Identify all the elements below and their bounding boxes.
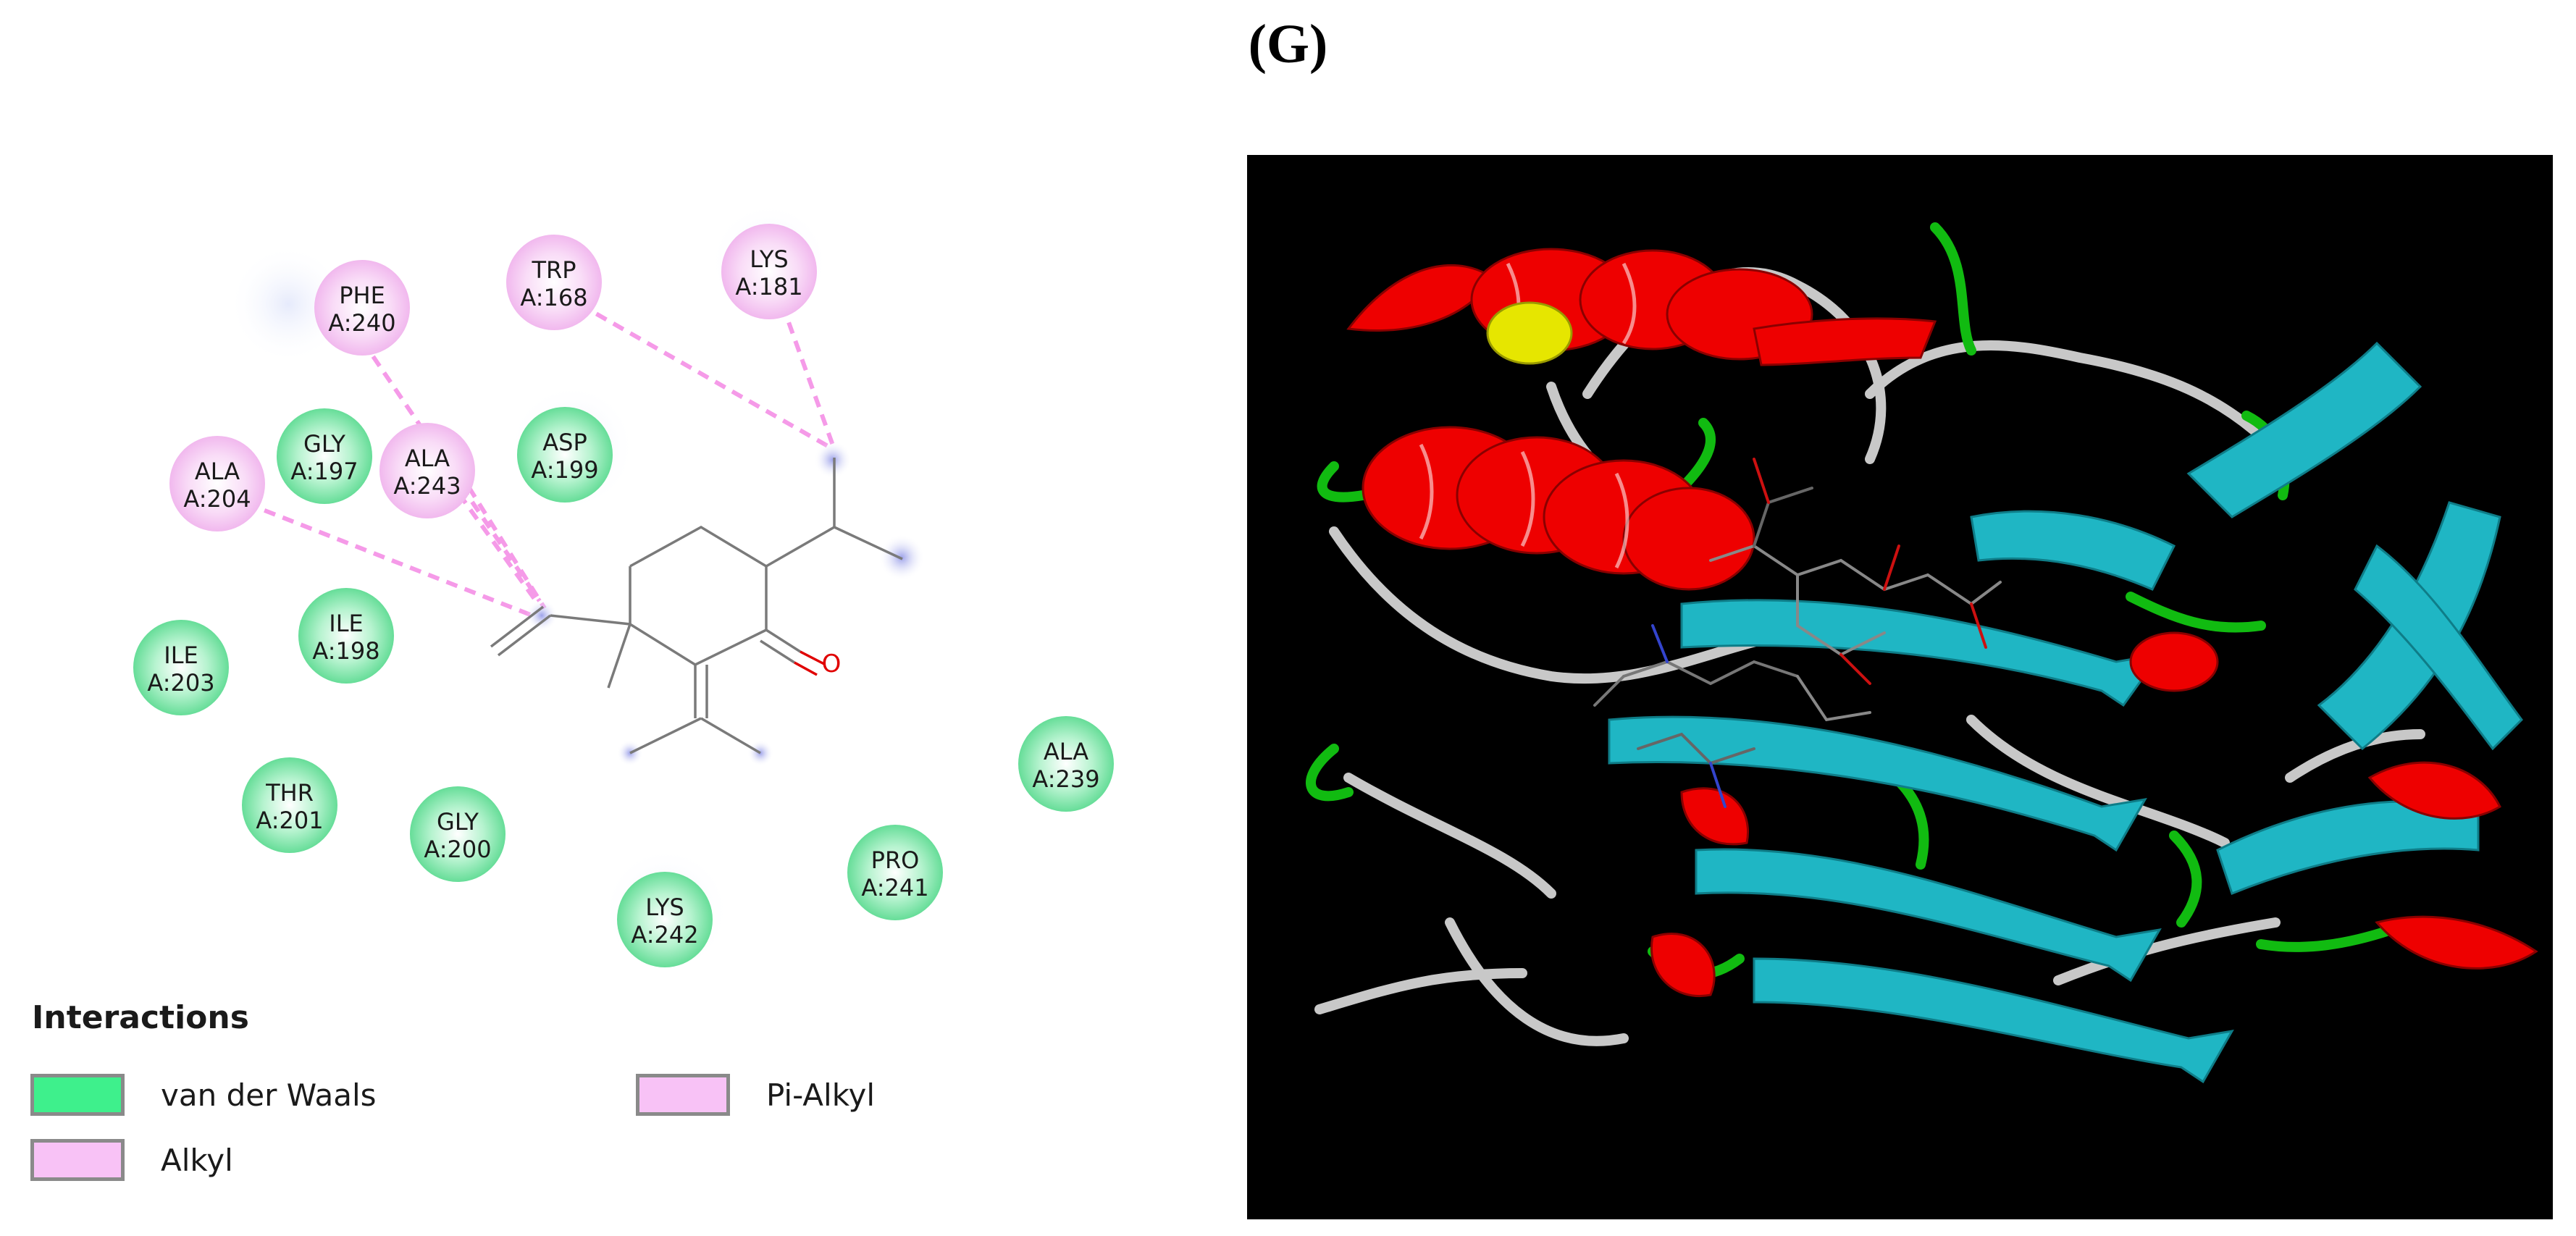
methyl-blob	[526, 600, 558, 631]
alkyl-line-trp168	[578, 302, 834, 451]
protein-3d-view	[1247, 155, 2553, 1219]
residue-chain: A:197	[290, 458, 358, 485]
legend-label-alkyl: Alkyl	[161, 1142, 233, 1178]
residue-disc	[1018, 716, 1114, 812]
oxygen-label: O	[822, 649, 842, 678]
residue-chain: A:168	[520, 284, 587, 311]
alkyl-line-ala204	[245, 501, 537, 619]
ring	[629, 525, 768, 666]
halo	[229, 245, 348, 363]
residue-name: GLY	[303, 430, 345, 458]
legend-swatch-pi-alkyl	[636, 1074, 730, 1116]
coil-loops	[1314, 267, 2425, 1046]
legend-item-pi-alkyl: Pi-Alkyl	[636, 1072, 875, 1118]
residue-name: LYS	[750, 245, 788, 273]
legend: Interactions van der Waals Pi-Alkyl Alky…	[28, 999, 1186, 1216]
residue-name: ALA	[195, 458, 240, 485]
panel-label: (G)	[1248, 14, 1328, 75]
residue-name: PRO	[871, 846, 920, 874]
residue-name: GLY	[437, 808, 479, 836]
legend-label-pi-alkyl: Pi-Alkyl	[766, 1077, 876, 1113]
residue-disc	[410, 786, 505, 882]
residue-disc	[379, 423, 475, 518]
residue-disc	[133, 620, 229, 715]
residue-chain: A:204	[183, 485, 251, 513]
residue-name: THR	[265, 779, 314, 807]
residue-name: ILE	[164, 642, 198, 669]
residue-disc	[617, 872, 713, 967]
residue-discs: PHEA:240TRPA:168LYSA:181ALAA:204GLYA:197…	[133, 224, 1114, 967]
residue-chain: A:200	[424, 836, 491, 863]
alkyl-line-lys181	[780, 303, 835, 447]
residue-name: ASP	[542, 429, 587, 456]
residue-chain: A:201	[256, 807, 323, 834]
legend-title: Interactions	[32, 999, 249, 1036]
legend-swatch-alkyl	[30, 1139, 125, 1181]
yellow-helix-segment	[1486, 301, 1573, 365]
ligand-sticks	[1593, 458, 2002, 808]
residue-name: PHE	[339, 282, 385, 309]
legend-swatch-vdw	[30, 1074, 125, 1116]
interaction-diagram: O PHEA:240TRPA:168LYSA:181ALAA:204GLYA:1…	[133, 203, 1114, 975]
residue-chain: A:240	[328, 309, 395, 337]
residue-disc	[314, 260, 410, 356]
residue-name: LYS	[645, 894, 684, 921]
residue-chain: A:239	[1032, 765, 1099, 793]
legend-item-vdw: van der Waals	[30, 1072, 377, 1118]
residue-chain: A:199	[531, 456, 598, 484]
residue-disc	[847, 825, 943, 920]
residue-disc	[242, 757, 337, 853]
residue-chain: A:198	[312, 637, 379, 665]
helix-highlights	[1419, 262, 1637, 569]
residue-disc	[277, 408, 372, 504]
methyl-blob	[814, 441, 852, 479]
legend-label-vdw: van der Waals	[161, 1077, 377, 1113]
residue-name: TRP	[531, 256, 576, 284]
residue-disc	[169, 436, 265, 531]
residue-name: ALA	[405, 445, 450, 472]
residue-disc	[506, 235, 602, 330]
residue-name: ILE	[329, 610, 363, 637]
ligand-structure	[490, 441, 925, 766]
legend-item-alkyl: Alkyl	[30, 1137, 233, 1183]
residue-name: ALA	[1044, 738, 1088, 765]
residue-chain: A:243	[393, 472, 461, 500]
residue-disc	[298, 588, 394, 684]
residue-chain: A:242	[631, 921, 698, 949]
alkyl-line-ala243-b	[456, 469, 547, 610]
protein-ribbon-render	[1306, 222, 2538, 1084]
beta-sheets	[1608, 341, 2523, 1084]
residue-chain: A:181	[735, 273, 802, 300]
residue-disc	[517, 407, 613, 503]
residue-chain: A:203	[147, 669, 214, 697]
residue-disc	[721, 224, 817, 319]
residue-chain: A:241	[861, 874, 928, 901]
